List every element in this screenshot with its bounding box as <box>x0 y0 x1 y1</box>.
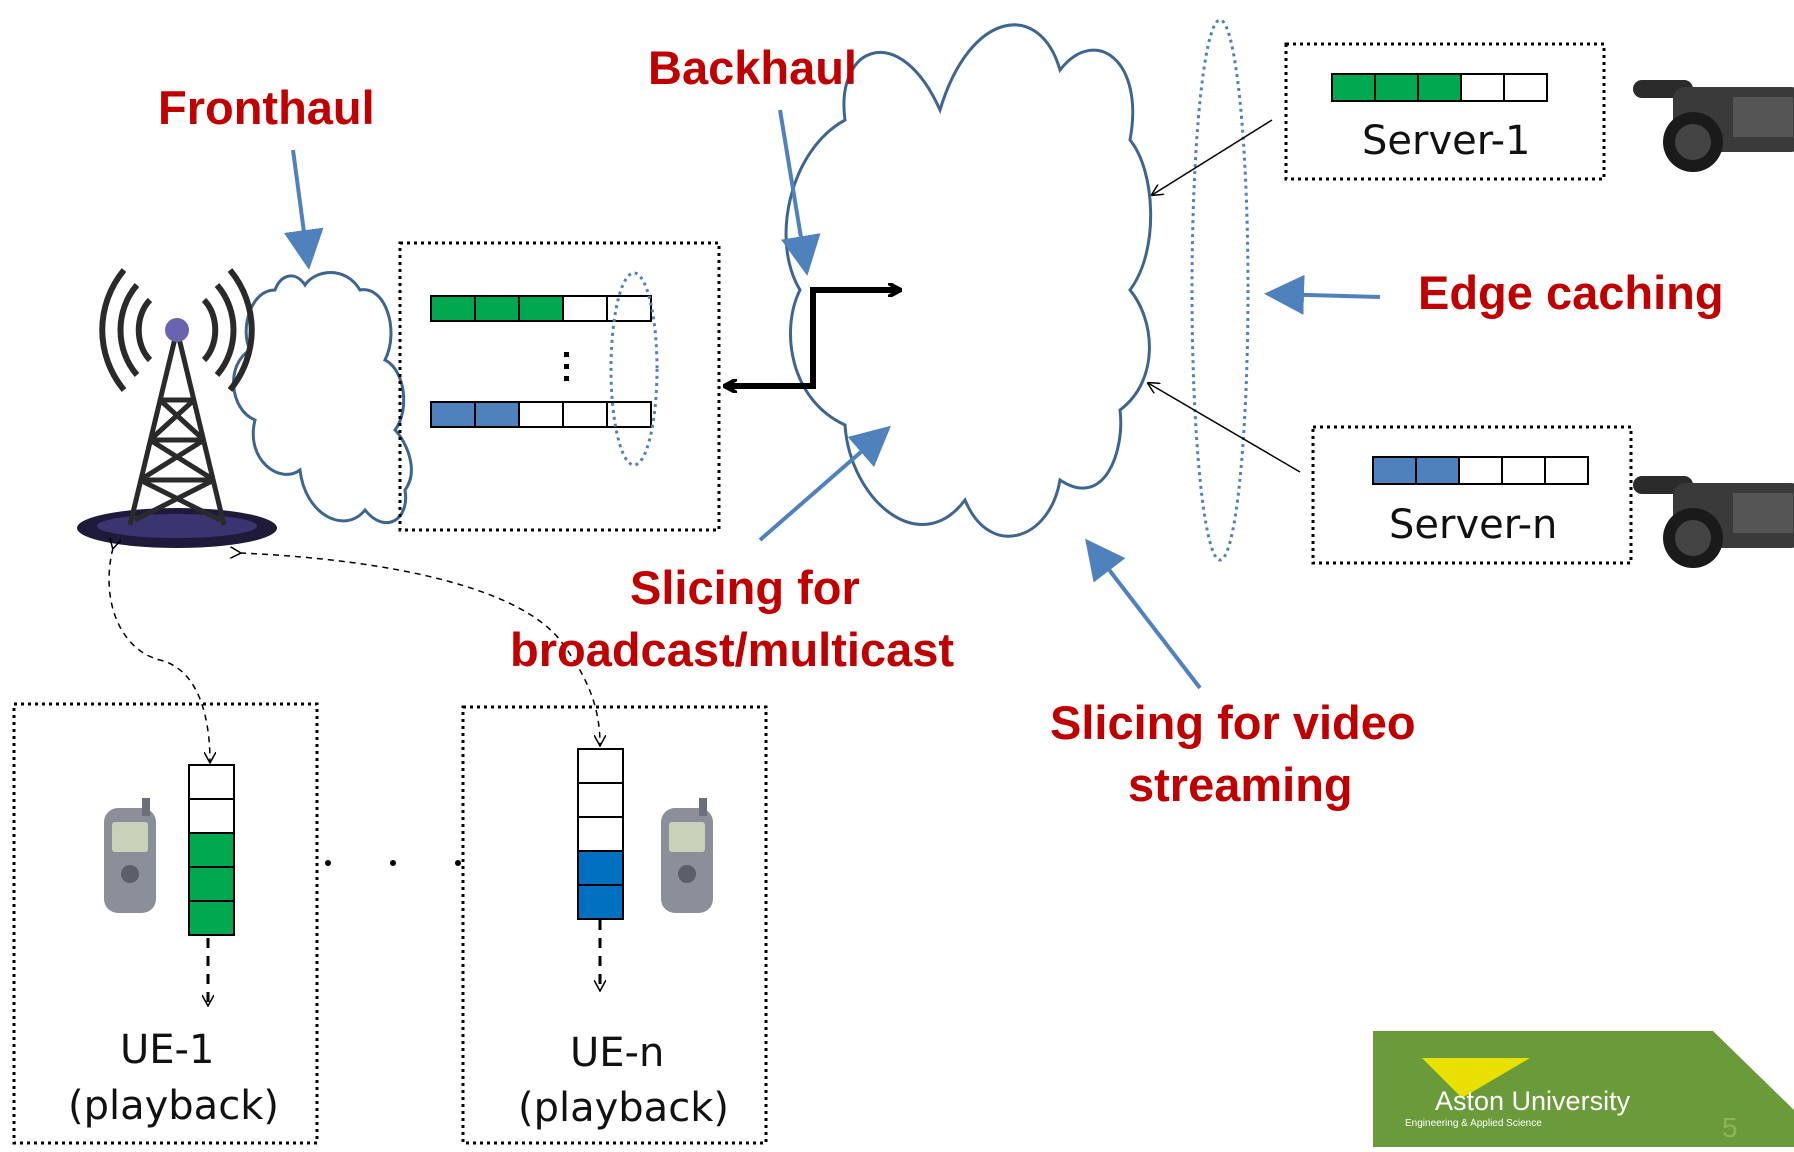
ue-n-buffer-segment-empty <box>577 816 624 852</box>
ue-1-label: UE-1 <box>120 1027 215 1073</box>
ue-n-box <box>461 705 768 1145</box>
server-n-box <box>1311 425 1633 565</box>
server-1-buffer-segment-empty <box>1460 73 1505 102</box>
server-n-buffer-segment-empty <box>1544 456 1589 485</box>
edge-cache-box <box>398 241 721 532</box>
fronthaul-pointer-arrow <box>283 149 324 270</box>
server-1-link-arrow <box>1152 119 1273 195</box>
edge-buffer-green-segment-filled <box>430 295 476 322</box>
edge-buffer-blue <box>430 401 652 428</box>
page-number: 5 <box>1722 1112 1738 1143</box>
ue-n-buffer-segment-empty <box>577 748 624 784</box>
slicing-video-pointer-arrow <box>1085 538 1202 690</box>
edge-buffer-green-segment-empty <box>562 295 608 322</box>
server-1-label: Server-1 <box>1362 118 1531 164</box>
server-1-buffer-segment-filled <box>1417 73 1462 102</box>
ue-n-playback-label: (playback) <box>518 1085 729 1131</box>
fronthaul-label: Fronthaul <box>158 81 375 134</box>
server-1-box <box>1284 42 1606 181</box>
fronthaul-cloud <box>232 271 413 524</box>
video-camera-icon <box>1633 476 1794 568</box>
logo-subtext: Engineering & Applied Science <box>1405 1118 1542 1129</box>
ue-1-buffer <box>188 764 235 936</box>
ue-1-box <box>12 702 319 1145</box>
server-n-link-arrow <box>1148 383 1301 473</box>
edge-buffer-blue-segment-empty <box>518 401 564 428</box>
ue-n-buffer-segment-filled <box>577 884 624 920</box>
slicing-broadcast-label-line2: broadcast/multicast <box>510 623 955 676</box>
ue-n-buffer <box>577 748 624 920</box>
slicing-broadcast-pointer-arrow <box>758 425 892 542</box>
server-n-buffer-segment-empty <box>1458 456 1503 485</box>
server-n-buffer-segment-filled <box>1372 456 1417 485</box>
ue-1-buffer-segment-empty <box>188 798 235 834</box>
ue-1-buffer-segment-filled <box>188 866 235 902</box>
edge-caching-label: Edge caching <box>1418 266 1724 319</box>
ue-1-buffer-segment-filled <box>188 900 235 936</box>
video-camera-icon <box>1633 80 1794 172</box>
server-1-buffer-segment-filled <box>1374 73 1419 102</box>
edge-buffer-green-segment-empty <box>606 295 652 322</box>
edge-caching-pointer-arrow <box>1264 274 1381 315</box>
wireless-link-ue-n <box>240 553 600 745</box>
aston-university-logo <box>1373 1031 1794 1147</box>
slicing-video-label-line1: Slicing for video <box>1050 696 1416 749</box>
slicing-video-label-line2: streaming <box>1128 758 1353 811</box>
ue-1-playback-label: (playback) <box>68 1083 279 1129</box>
edge-caching-dotted-ellipse <box>1190 18 1250 562</box>
slicing-broadcast-label-line1: Slicing for <box>630 561 860 614</box>
ue-n-label: UE-n <box>570 1030 665 1076</box>
horizontal-ellipsis-icon <box>325 860 461 866</box>
wireless-link-ue-1 <box>108 548 210 762</box>
edge-buffer-green <box>430 295 652 322</box>
mobile-phone-icon <box>661 798 713 913</box>
server-1-buffer-segment-filled <box>1331 73 1376 102</box>
ue-1-buffer-segment-empty <box>188 764 235 800</box>
edge-buffer-blue-segment-filled <box>430 401 476 428</box>
core-network-cloud <box>784 23 1153 538</box>
edge-buffer-blue-segment-filled <box>474 401 520 428</box>
ue-n-buffer-segment-filled <box>577 850 624 886</box>
server-n-label: Server-n <box>1389 502 1558 548</box>
server-1-buffer-segment-empty <box>1503 73 1548 102</box>
edge-buffer-green-segment-filled <box>518 295 564 322</box>
server-1-buffer <box>1331 73 1548 102</box>
edge-buffer-dotted-ellipse <box>609 271 659 467</box>
ue-1-buffer-segment-filled <box>188 832 235 868</box>
server-n-buffer <box>1372 456 1589 485</box>
mobile-phone-icon <box>104 798 156 913</box>
server-n-buffer-segment-filled <box>1415 456 1460 485</box>
vertical-ellipsis-icon <box>564 352 569 381</box>
edge-buffer-blue-segment-empty <box>562 401 608 428</box>
ue-n-buffer-segment-empty <box>577 782 624 818</box>
edge-buffer-blue-segment-empty <box>606 401 652 428</box>
backhaul-label: Backhaul <box>648 41 857 94</box>
logo-text: Aston University <box>1435 1086 1631 1116</box>
server-n-buffer-segment-empty <box>1501 456 1546 485</box>
backhaul-pointer-arrow <box>778 109 821 276</box>
edge-buffer-green-segment-filled <box>474 295 520 322</box>
